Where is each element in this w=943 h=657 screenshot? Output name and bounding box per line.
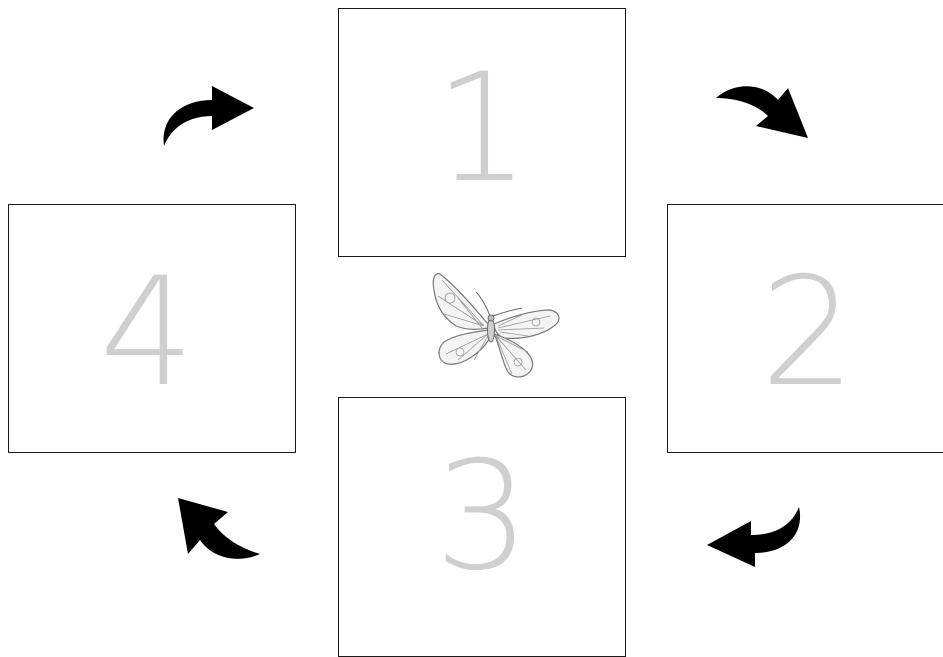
step-number-2: 2 — [760, 245, 856, 420]
step-box-3: 3 — [338, 397, 626, 657]
step-number-4: 4 — [99, 245, 195, 420]
step-box-2: 2 — [667, 204, 943, 453]
step-box-1: 1 — [338, 8, 626, 257]
curved-arrow-icon — [716, 86, 808, 138]
curved-arrow-icon — [163, 86, 254, 146]
step-number-1: 1 — [434, 41, 530, 216]
curved-arrow-icon — [707, 507, 801, 567]
butterfly-illustration — [432, 273, 560, 378]
step-number-3: 3 — [434, 430, 530, 604]
step-box-4: 4 — [8, 204, 296, 453]
curved-arrow-icon — [178, 498, 260, 559]
